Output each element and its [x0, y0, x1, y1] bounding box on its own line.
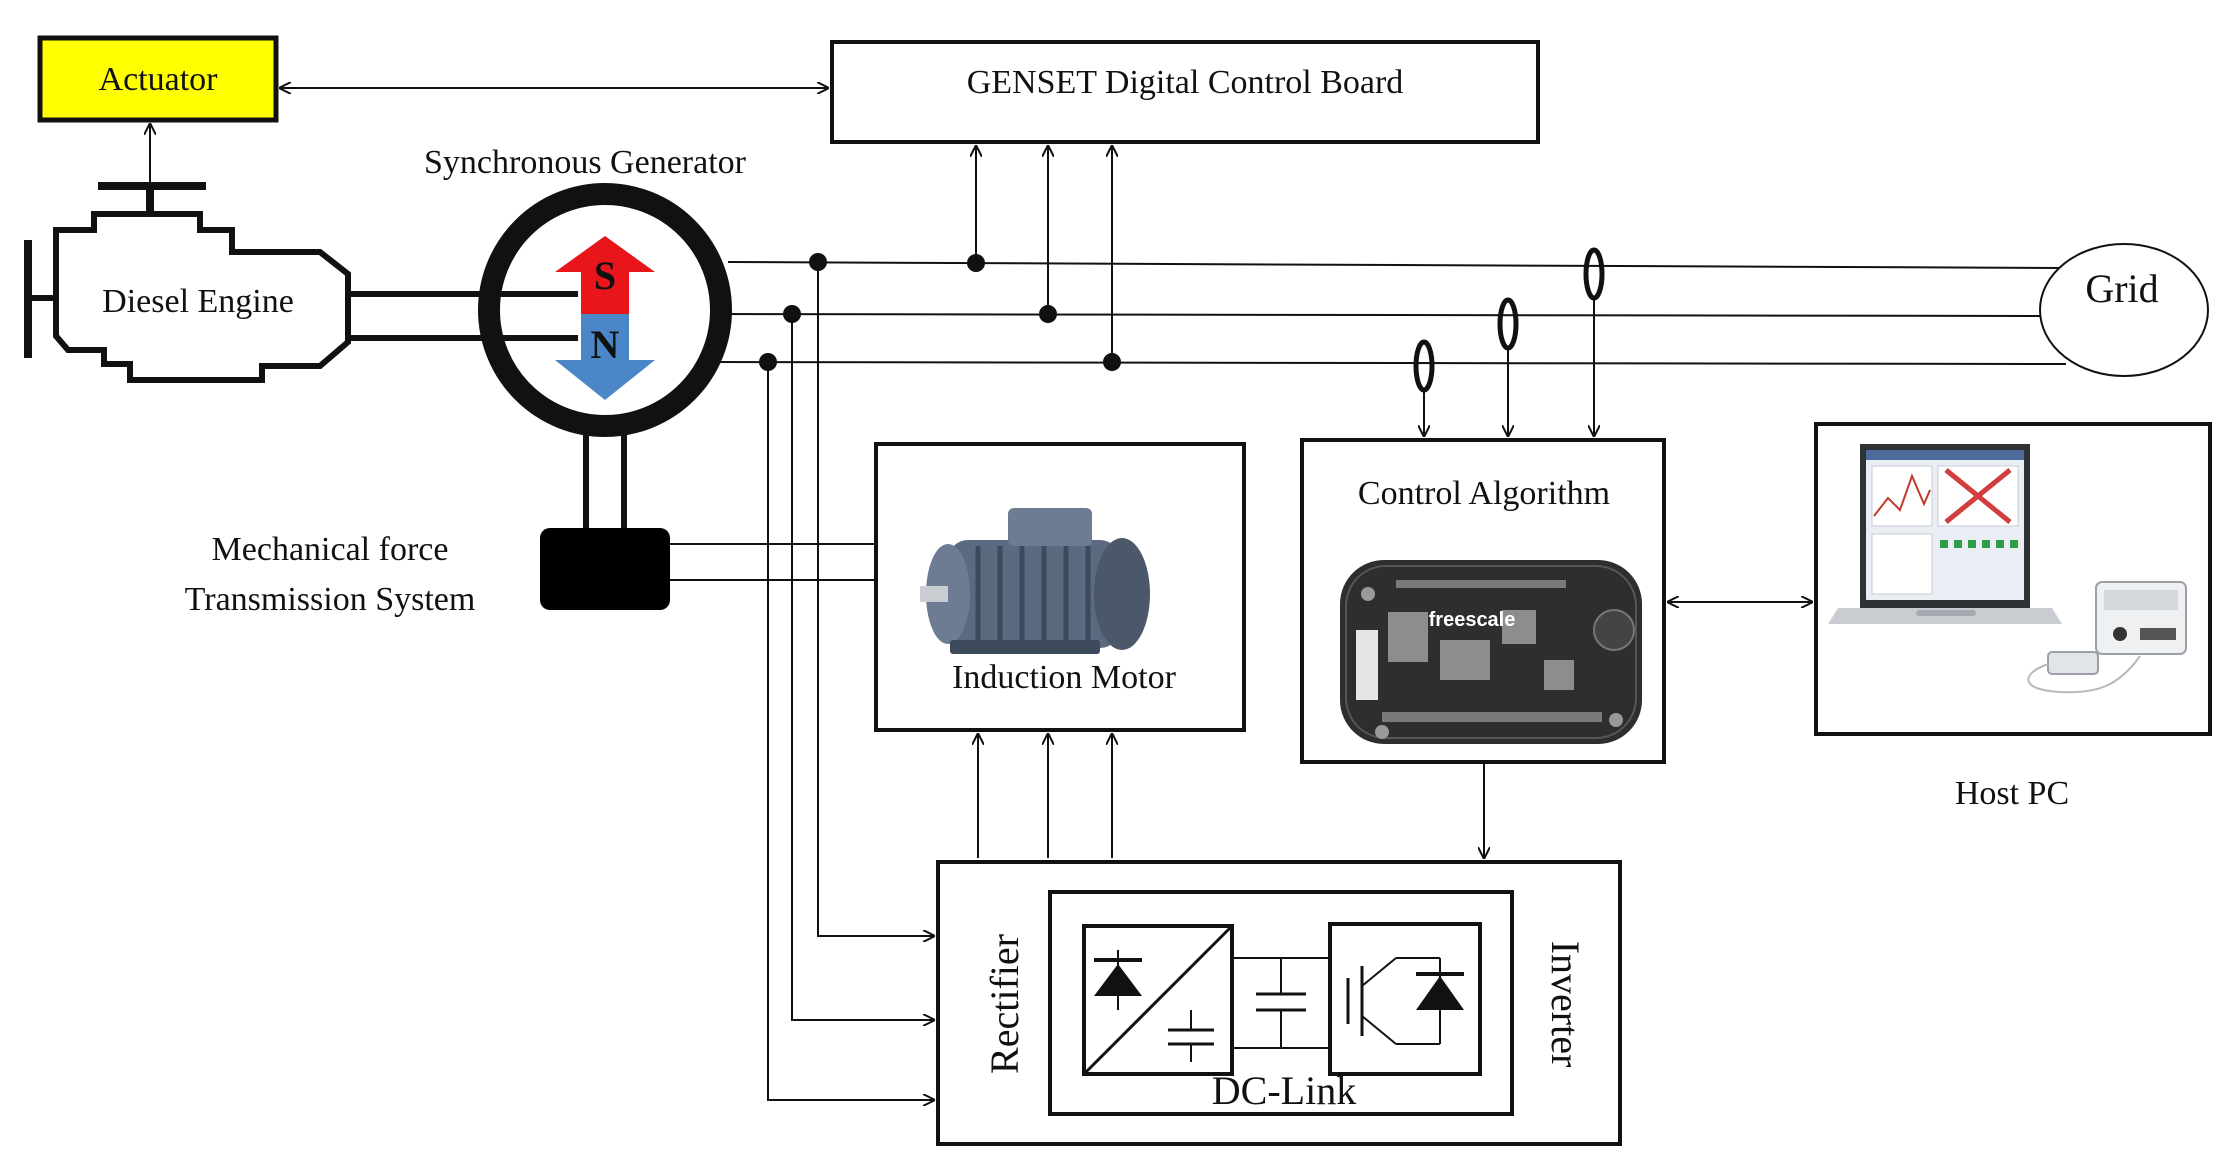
- motor-terminal-box: [1008, 508, 1092, 546]
- motor-feet: [950, 640, 1100, 654]
- induction-motor-photo: [920, 508, 1150, 654]
- genset-board-box: [830, 40, 1540, 144]
- control-algorithm-label: Control Algorithm: [1358, 475, 1610, 512]
- genset-board-label: GENSET Digital Control Board: [967, 64, 1404, 101]
- screen-title-bar: [1866, 450, 2024, 460]
- mechanical-transmission: Mechanical force Transmission System: [185, 528, 670, 618]
- pole-n-arrow: [555, 314, 655, 400]
- actuator-label: Actuator: [99, 61, 219, 98]
- rectifier-label: Rectifier: [982, 934, 1027, 1074]
- phase1-to-rectifier: [817, 262, 934, 936]
- pole-n-label: N: [591, 322, 620, 367]
- induction-motor-block: Induction Motor: [874, 442, 1246, 732]
- board-button: [1593, 609, 1635, 651]
- dc-link-capacitor: [1232, 957, 1330, 1049]
- board-hole: [1375, 725, 1389, 739]
- diesel-engine-label: Diesel Engine: [102, 283, 294, 320]
- synchronous-generator-label: Synchronous Generator: [424, 144, 747, 181]
- diesel-engine: Diesel Engine: [24, 182, 351, 383]
- board-hole: [1609, 713, 1623, 727]
- grid-ellipse: [2039, 243, 2209, 377]
- screen-plot-x2: [1944, 468, 2012, 524]
- instrument-display: [2140, 628, 2176, 640]
- motor-shaft: [920, 586, 948, 602]
- actuator-block: Actuator: [37, 35, 279, 123]
- grid-node: Grid: [2039, 243, 2209, 377]
- rectifier-symbol: [1082, 924, 1234, 1076]
- screen-plot-1: [1871, 465, 1933, 527]
- actuator-box: [37, 35, 279, 123]
- board-edge: [1345, 565, 1637, 739]
- control-algorithm-block: Control Algorithm freescale: [1300, 438, 1666, 764]
- phase2-to-rectifier: [791, 314, 934, 1020]
- board-label-sticker: [1356, 630, 1378, 700]
- mechanical-label-line2: Transmission System: [185, 581, 476, 618]
- instrument-cable: [2027, 655, 2141, 694]
- rectifier-diagonal: [1082, 924, 1234, 1076]
- induction-motor-label: Induction Motor: [952, 659, 1176, 696]
- host-pc-block: [1814, 422, 2212, 736]
- pole-s-label: S: [594, 253, 616, 298]
- phase-line-1: [727, 261, 2063, 269]
- board-chips: [1388, 610, 1574, 690]
- phase-line-3: [713, 361, 2067, 365]
- motor-body: [948, 540, 1120, 648]
- inverter-label: Inverter: [1543, 941, 1588, 1068]
- freescale-logo: freescale: [1429, 609, 1516, 631]
- pole-s-arrow: [555, 236, 655, 314]
- screen-plot-trace: [1873, 473, 1931, 517]
- genset-board-block: GENSET Digital Control Board: [830, 40, 1540, 144]
- three-phase-lines: [713, 247, 2067, 393]
- inverter-symbol: [1328, 922, 1482, 1076]
- current-sensor-1: [1583, 247, 1605, 301]
- phase3-to-rectifier: [767, 362, 934, 1100]
- igbt-collector: [1361, 957, 1397, 987]
- freescale-board-photo: freescale: [1340, 560, 1642, 744]
- inverter-box: [1328, 922, 1482, 1076]
- transmission-block: [540, 528, 670, 610]
- motor-fins: [975, 546, 1091, 642]
- synchronous-generator: S N: [478, 183, 732, 437]
- host-pc-label: Host PC: [1955, 775, 2069, 812]
- mechanical-label-line1: Mechanical force: [212, 531, 449, 568]
- current-sensor-3: [1413, 339, 1435, 393]
- inverter-diode: [1416, 976, 1464, 1010]
- current-sensor-2: [1497, 297, 1519, 351]
- board-hole: [1361, 587, 1375, 601]
- laptop-photo: [1828, 444, 2187, 694]
- board-header-pins: [1382, 580, 1602, 722]
- laptop-trackpad-notch: [1916, 610, 1976, 616]
- instrument-top: [2104, 590, 2178, 610]
- motor-fan-cover: [1094, 538, 1150, 650]
- board-pcb: [1340, 560, 1642, 744]
- screen-plot-3: [1871, 533, 1933, 595]
- phase-line-2: [717, 313, 2047, 317]
- converter-block: Rectifier Inverter DC-Link: [936, 860, 1622, 1146]
- grid-label: Grid: [2085, 266, 2158, 311]
- instrument-knob: [2113, 627, 2127, 641]
- dc-link-label: DC-Link: [1212, 1068, 1356, 1113]
- instrument-probe: [2047, 651, 2099, 675]
- engine-body: [53, 211, 351, 383]
- igbt-emitter: [1361, 1015, 1397, 1045]
- screen-indicators: [1940, 540, 2018, 548]
